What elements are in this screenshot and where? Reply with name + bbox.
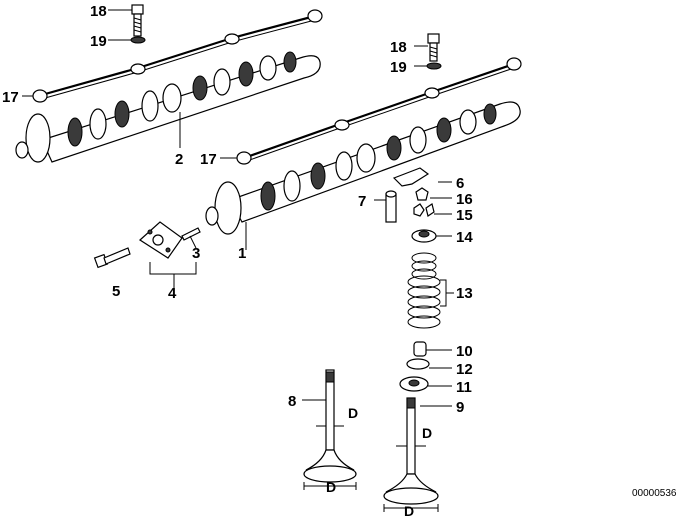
thrust-plate [139,221,183,259]
label-part-9: 9 [456,399,464,416]
label-part-3: 3 [192,245,200,262]
label-part-2: 2 [175,151,183,168]
spring-retainer [411,229,437,243]
exhaust-valve-dimensions [303,425,357,490]
label-part-14: 14 [456,229,473,246]
lower-oil-pipe [236,57,522,165]
hydraulic-lifter [385,190,397,223]
dimension-label-intake-stem: D [422,425,432,441]
spring-seat [406,358,430,370]
label-part-12: 12 [456,361,473,378]
dimension-label-exhaust-head: D [326,479,336,495]
leader-lines [22,9,454,407]
thrust-plate-screw [93,247,131,269]
upper-oil-pipe-washer [130,36,146,44]
label-part-8: 8 [288,393,296,410]
lower-camshaft [205,101,521,250]
valve-springs [407,252,441,329]
label-part-5: 5 [112,283,120,300]
dimension-label-intake-head: D [404,503,414,519]
label-part-18-upper: 18 [90,3,107,20]
exhaust-valve [303,369,357,483]
lower-oil-pipe-bolt [427,33,440,62]
label-part-6: 6 [456,175,464,192]
label-part-19-lower: 19 [390,59,407,76]
label-part-15: 15 [456,207,473,224]
label-part-1: 1 [238,245,246,262]
label-part-7: 7 [358,193,366,210]
label-part-17-upper: 17 [2,89,19,106]
valve-guide-seat [399,376,429,392]
intake-valve-dimensions [383,445,439,512]
upper-oil-pipe-bolt [131,4,144,37]
dimension-label-exhaust-stem: D [348,405,358,421]
label-part-17-lower: 17 [200,151,217,168]
upper-camshaft [15,51,321,163]
label-part-10: 10 [456,343,473,360]
label-part-11: 11 [456,379,472,396]
part-4-bracket [149,262,197,275]
label-part-19-upper: 19 [90,33,107,50]
diagram-reference-number: 00000536 [632,488,677,499]
upper-oil-pipe [32,9,323,103]
lower-oil-pipe-washer [426,62,442,70]
label-part-13: 13 [456,285,473,302]
valve-stem-seal [413,341,427,357]
dowel-pin [181,227,201,241]
label-part-4: 4 [168,285,177,302]
valve-cotters [413,187,435,217]
label-part-16: 16 [456,191,473,208]
rocker-arm [392,167,430,187]
intake-valve [383,397,439,505]
label-part-18-lower: 18 [390,39,407,56]
